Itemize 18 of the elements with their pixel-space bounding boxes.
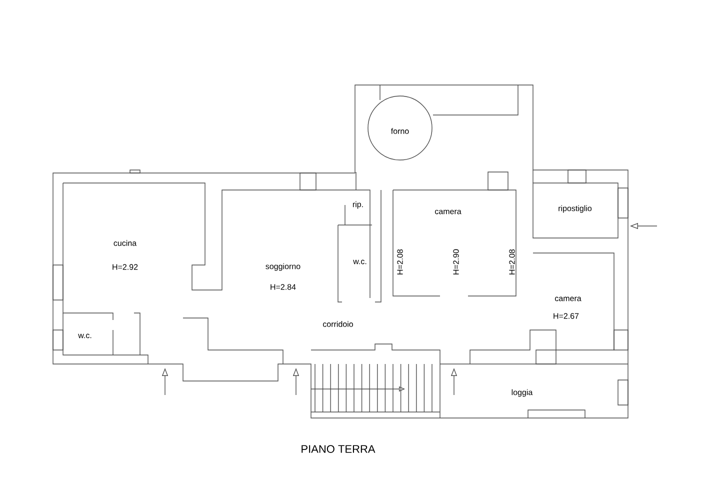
room-label: cucina <box>114 240 137 246</box>
room-label: loggia <box>512 389 533 397</box>
height-label: H=2.90 <box>453 249 459 274</box>
room-label: corridoio <box>323 321 353 327</box>
height-label: H=2.08 <box>397 249 403 274</box>
room-label: camera <box>435 210 462 214</box>
room-label: soggiorno <box>266 263 300 271</box>
height-label: H=2.67 <box>554 313 579 319</box>
room-label: w.c. <box>353 260 366 264</box>
height-label: H=2.84 <box>270 284 296 290</box>
room-label: rip. <box>352 201 363 209</box>
height-label: H=2.92 <box>112 264 138 270</box>
room-label: camera <box>555 296 582 302</box>
title: PIANO TERRA <box>302 445 376 453</box>
room-label: forno <box>391 128 409 134</box>
height-label: H=2.08 <box>509 249 515 274</box>
room-label: ripostiglio <box>558 205 592 213</box>
room-label: w.c. <box>78 334 92 338</box>
